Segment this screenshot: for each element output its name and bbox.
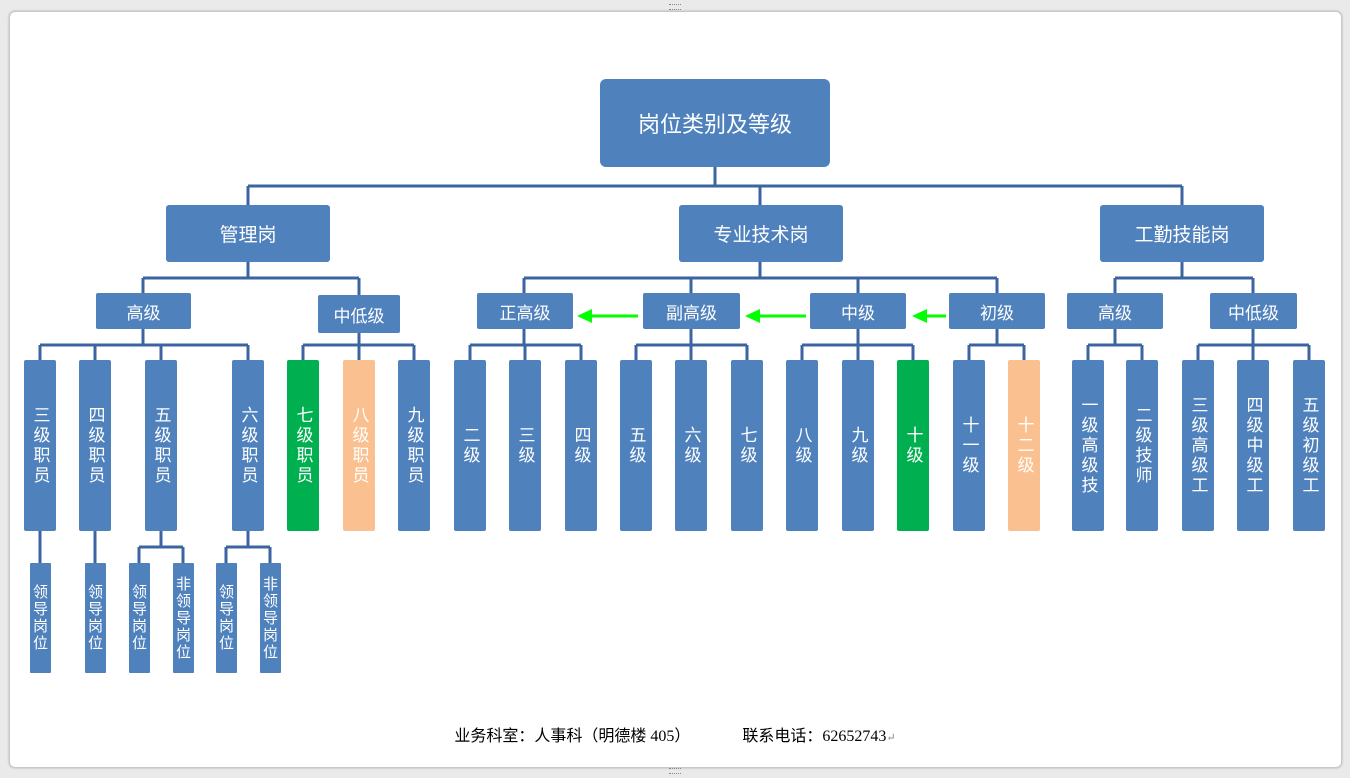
sub-post-m4-leader: 领导岗位 (85, 563, 106, 673)
paragraph-mark-icon: ↵ (886, 732, 896, 744)
grade-p3: 三级 (509, 360, 541, 531)
grade-w1: 一级高级技 (1072, 360, 1104, 531)
category-management: 管理岗 (166, 205, 330, 262)
footer-office: 业务科室：人事科（明德楼 405） (454, 728, 691, 745)
footer-phone: 联系电话：62652743 (742, 728, 887, 745)
level-mgmt-senior: 高级 (96, 293, 191, 329)
grade-p9: 九级 (842, 360, 874, 531)
sub-post-m5-non-leader: 非领导岗位 (173, 563, 194, 673)
grade-w5: 五级初级工 (1293, 360, 1325, 531)
category-worker: 工勤技能岗 (1100, 205, 1264, 262)
sub-post-m5-leader: 领导岗位 (129, 563, 150, 673)
level-pro-deputy-senior: 副高级 (643, 293, 740, 329)
resize-handle-top[interactable] (669, 4, 681, 10)
level-pro-full-senior: 正高级 (477, 293, 573, 329)
sub-post-m3-leader: 领导岗位 (30, 563, 51, 673)
grade-p8: 八级 (786, 360, 818, 531)
grade-m8: 八级职员 (343, 360, 375, 531)
sub-post-m6-leader: 领导岗位 (216, 563, 237, 673)
promotion-arrows (577, 309, 946, 323)
level-worker-midlow: 中低级 (1210, 293, 1297, 329)
level-mgmt-midlow: 中低级 (318, 295, 400, 333)
grade-m6: 六级职员 (232, 360, 264, 531)
grade-w2: 二级技师 (1126, 360, 1158, 531)
footer-contact: 业务科室：人事科（明德楼 405） 联系电话：62652743↵ (0, 722, 1350, 746)
level-pro-middle: 中级 (810, 293, 906, 329)
grade-w4: 四级中级工 (1237, 360, 1269, 531)
grade-w3: 三级高级工 (1182, 360, 1214, 531)
grade-p6: 六级 (675, 360, 707, 531)
grade-m4: 四级职员 (79, 360, 111, 531)
grade-m9: 九级职员 (398, 360, 430, 531)
grade-m3: 三级职员 (24, 360, 56, 531)
grade-m5: 五级职员 (145, 360, 177, 531)
level-pro-junior: 初级 (949, 293, 1045, 329)
grade-m7: 七级职员 (287, 360, 319, 531)
grade-p11: 十一级 (953, 360, 985, 531)
category-professional: 专业技术岗 (679, 205, 843, 262)
grade-p2: 二级 (454, 360, 486, 531)
grade-p4: 四级 (565, 360, 597, 531)
grade-p7: 七级 (731, 360, 763, 531)
grade-p10: 十级 (897, 360, 929, 531)
root-node: 岗位类别及等级 (600, 79, 830, 167)
resize-handle-bottom[interactable] (669, 768, 681, 774)
grade-p12: 十二级 (1008, 360, 1040, 531)
level-worker-senior: 高级 (1067, 293, 1163, 329)
grade-p5: 五级 (620, 360, 652, 531)
sub-post-m6-non-leader: 非领导岗位 (260, 563, 281, 673)
